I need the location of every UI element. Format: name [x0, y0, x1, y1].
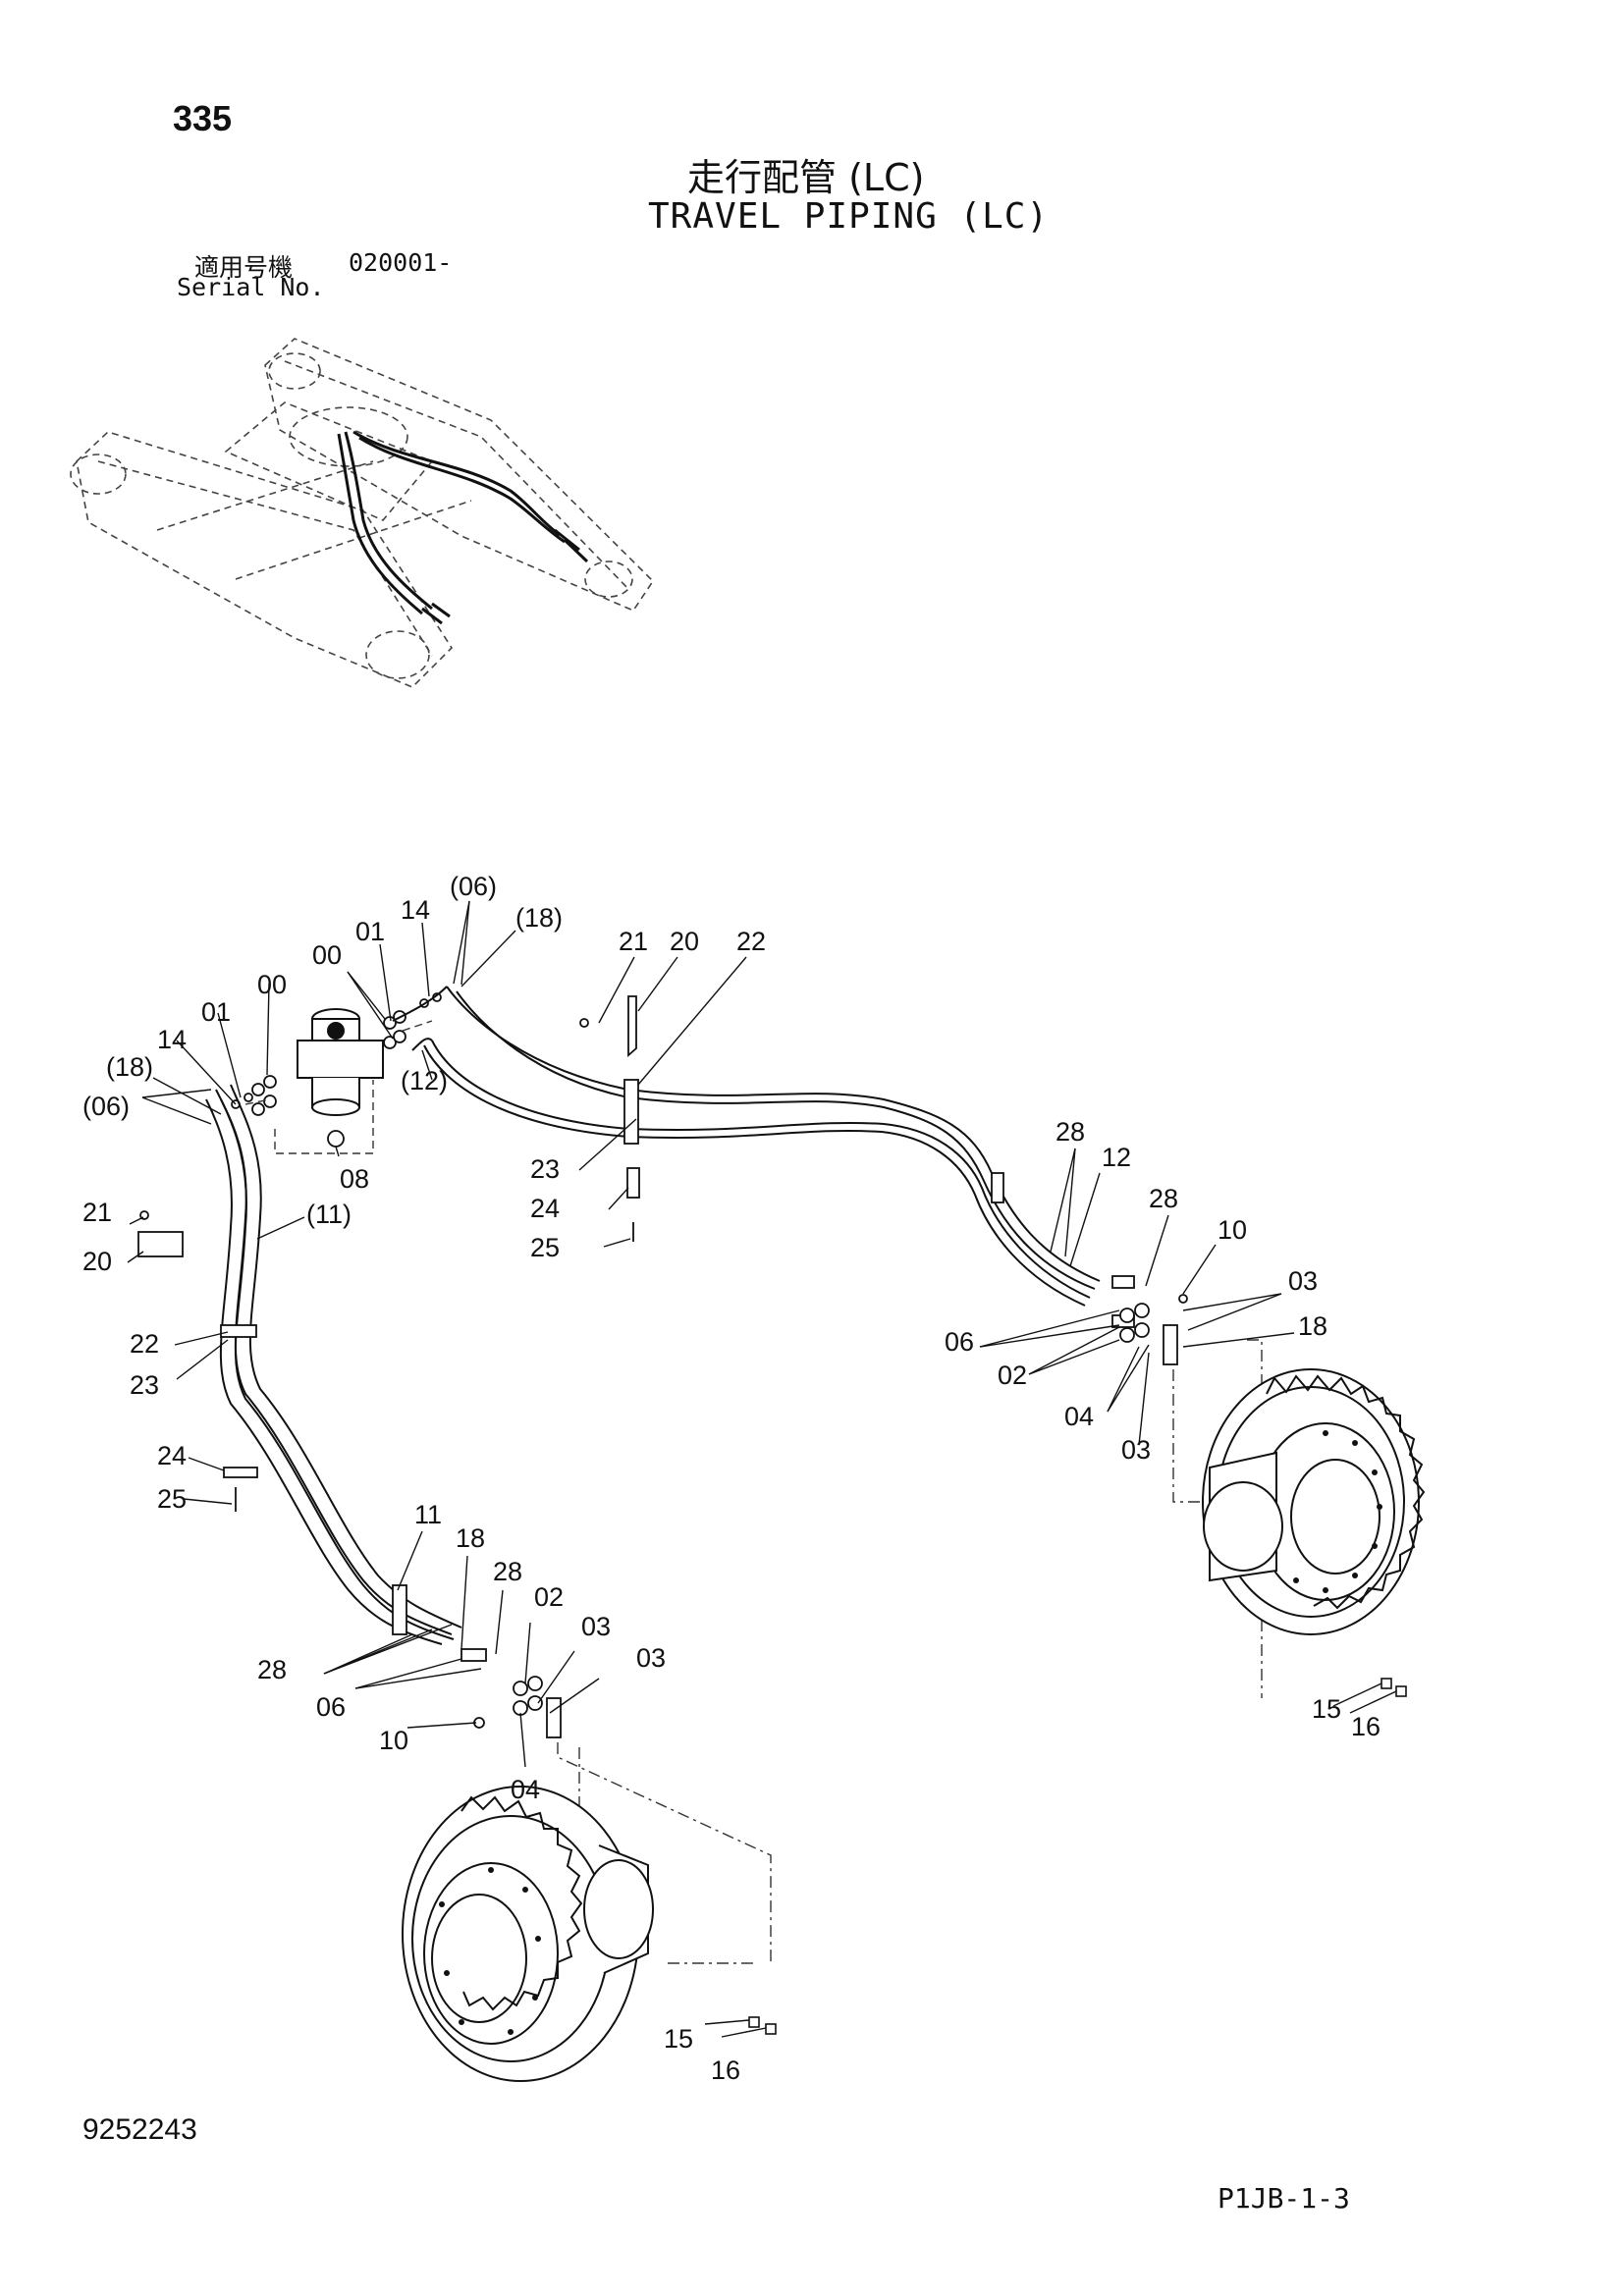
overview-hoses: [337, 430, 589, 625]
callout-label: 22: [130, 1329, 159, 1359]
callout-label: 18: [1298, 1311, 1327, 1341]
title-english: TRAVEL PIPING (LC): [648, 196, 1050, 237]
callout-label: 24: [530, 1194, 560, 1223]
page-number: 335: [173, 98, 233, 138]
callout-label: 03: [1288, 1266, 1318, 1296]
callout-label: 00: [312, 940, 342, 970]
bottom-motor-fittings: [473, 1676, 562, 1738]
callout-label: 14: [401, 895, 430, 925]
callout-label: 20: [670, 927, 699, 956]
center-swivel-joint: [297, 1008, 384, 1116]
callout-label: 00: [257, 970, 287, 999]
hose-clamps: [220, 1079, 1135, 1662]
callout-label: 21: [82, 1198, 112, 1227]
callout-label: 03: [1121, 1435, 1151, 1465]
callout-label: 04: [1064, 1402, 1094, 1431]
callout-label: 08: [340, 1164, 369, 1194]
callout-label: 16: [1351, 1712, 1380, 1741]
serial-value: 020001-: [349, 248, 453, 277]
callout-label: 23: [530, 1154, 560, 1184]
undercarriage-overview: [70, 338, 655, 688]
right-travel-motor: [1202, 1368, 1420, 1635]
callout-label: 10: [1218, 1215, 1247, 1245]
callout-label: 15: [1312, 1694, 1341, 1724]
callout-label: 03: [636, 1643, 666, 1673]
callout-label: (06): [82, 1092, 130, 1121]
callout-label: 06: [945, 1327, 974, 1357]
right-sprocket-teeth: [1266, 1374, 1426, 1610]
callout-label: 01: [355, 917, 385, 946]
callout-label: 25: [530, 1233, 560, 1262]
callout-label: 12: [1102, 1143, 1131, 1172]
callout-label: 16: [711, 2056, 740, 2085]
bottom-travel-motor: [402, 1786, 654, 2082]
callout-label: 03: [581, 1612, 611, 1641]
callout-label: 24: [157, 1441, 187, 1470]
bottom-motor-bolts: [439, 1867, 541, 2035]
swivel-dashes: [244, 1020, 433, 1154]
callout-label: 22: [736, 927, 766, 956]
clamp-hardware: [137, 995, 640, 1512]
callout-label: 02: [998, 1361, 1027, 1390]
document-number: 9252243: [82, 2113, 197, 2146]
callout-label: 11: [414, 1500, 442, 1529]
callout-label: 14: [157, 1025, 187, 1054]
callout-label: 02: [534, 1582, 564, 1612]
bottom-sprocket-teeth: [460, 1795, 583, 2011]
callout-label: (11): [306, 1200, 352, 1229]
callout-label: 28: [1149, 1184, 1178, 1213]
serial-label-english: Serial No.: [177, 273, 325, 301]
right-motor-plugs: [1380, 1678, 1407, 1697]
callout-label: 04: [511, 1775, 540, 1804]
callout-label: (12): [401, 1066, 448, 1095]
callout-labels: (06) 14 (18) 01 00 21 20 22 00 01 14 (18…: [82, 872, 1380, 2085]
callout-label: 28: [493, 1557, 522, 1586]
callout-label: 06: [316, 1692, 346, 1722]
serial-label-japanese: 適用号機: [194, 253, 294, 282]
callout-label: 25: [157, 1484, 187, 1514]
callout-label: (18): [515, 903, 563, 933]
right-motor-fittings: [1119, 1294, 1188, 1365]
callout-label: 10: [379, 1726, 408, 1755]
callout-label: 15: [664, 2024, 693, 2054]
callout-label: 20: [82, 1247, 112, 1276]
right-motor-bolts: [1293, 1430, 1382, 1593]
title-japanese: 走行配管 (LC): [687, 156, 925, 199]
callout-label: 21: [619, 927, 648, 956]
callout-label: 28: [257, 1655, 287, 1684]
callout-label: 18: [456, 1523, 485, 1553]
callout-label: 23: [130, 1370, 159, 1400]
page-code: P1JB-1-3: [1218, 2182, 1350, 2215]
callout-label: (06): [450, 872, 497, 901]
callout-label: 01: [201, 997, 231, 1027]
bottom-motor-plugs: [748, 2016, 777, 2035]
leader-lines: [127, 900, 1397, 2038]
callout-label: (18): [106, 1052, 153, 1082]
hose-runs: [205, 986, 1101, 1645]
callout-label: 28: [1056, 1117, 1085, 1147]
